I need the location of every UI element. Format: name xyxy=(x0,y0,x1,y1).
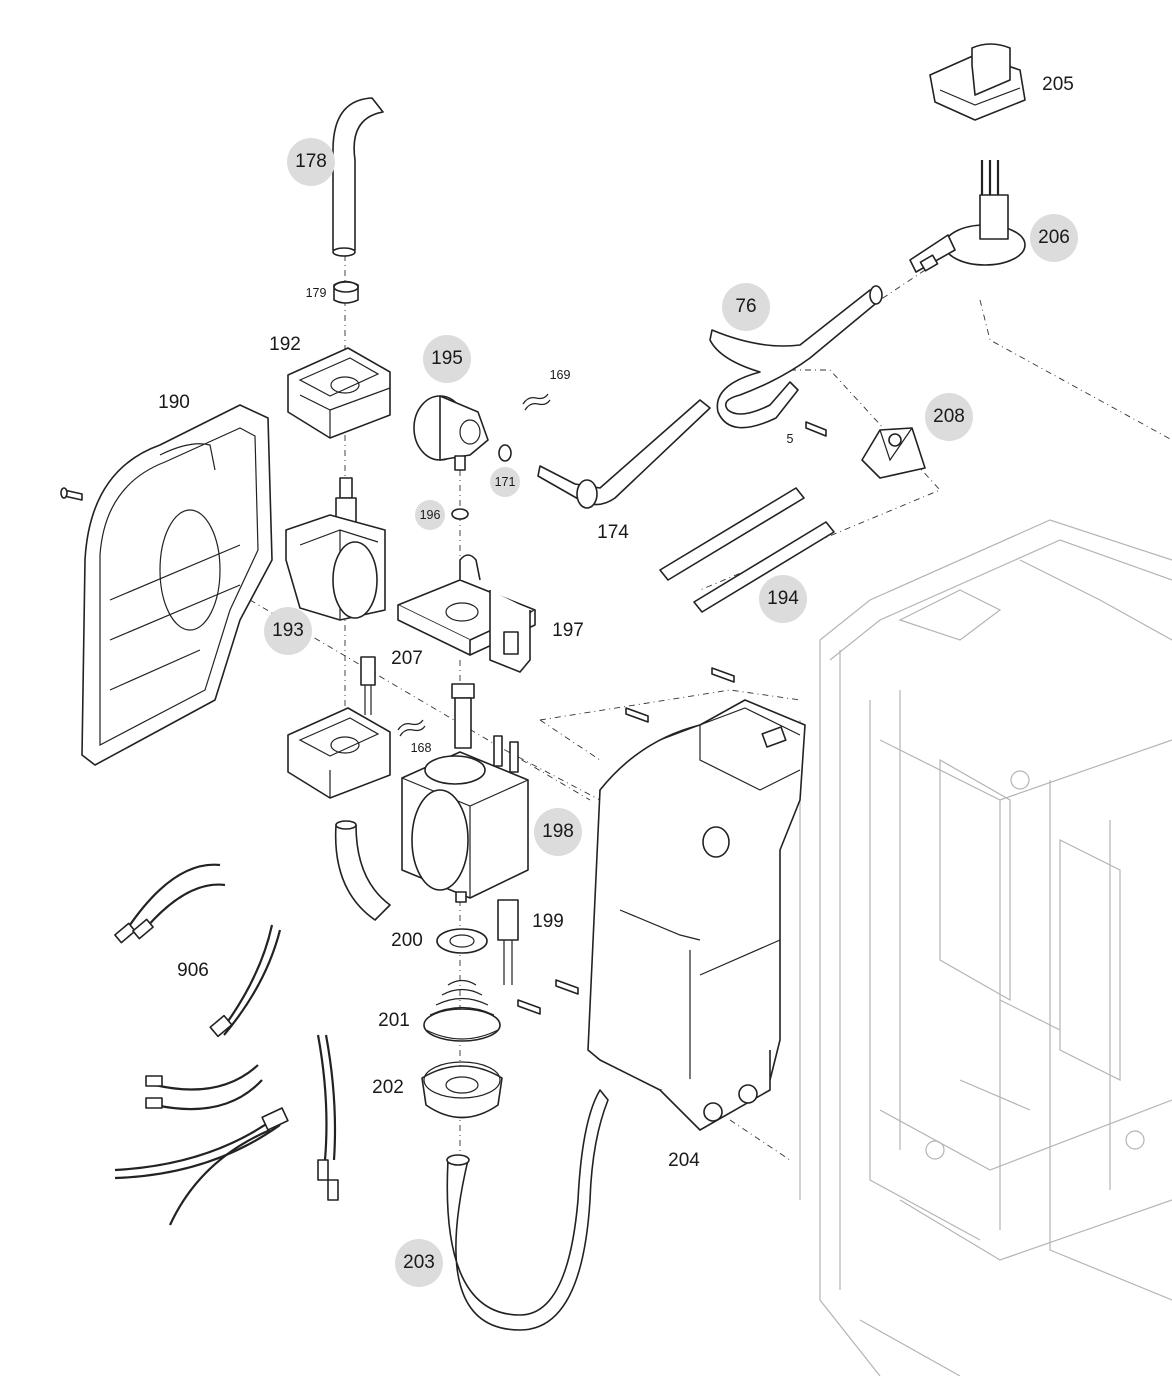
part-197-bracket xyxy=(397,554,536,673)
callout-193: 193 xyxy=(264,607,312,655)
callout-208: 208 xyxy=(925,393,973,441)
callout-204: 204 xyxy=(668,1150,700,1171)
part-194-rods xyxy=(659,487,835,613)
part-holder-lower xyxy=(287,707,391,799)
callout-5: 5 xyxy=(786,432,794,446)
part-168-clip xyxy=(397,719,426,737)
part-906-wires xyxy=(114,863,339,1226)
part-76-hose xyxy=(709,285,883,429)
callout-174: 174 xyxy=(597,522,629,543)
part-199-component xyxy=(497,899,519,985)
part-198-solenoid xyxy=(401,683,529,903)
part-201-spring xyxy=(423,979,501,1042)
callout-196: 196 xyxy=(415,500,445,530)
part-195-valve xyxy=(413,395,489,471)
callout-171: 171 xyxy=(490,467,520,497)
callout-205: 205 xyxy=(1042,74,1074,95)
part-192-holder xyxy=(287,347,391,439)
callout-197: 197 xyxy=(552,620,584,641)
callout-199: 199 xyxy=(532,911,564,932)
callout-198: 198 xyxy=(534,808,582,856)
part-178-hose xyxy=(332,97,384,257)
part-206-switch xyxy=(909,160,1026,273)
callout-207: 207 xyxy=(391,648,423,669)
chassis-frame xyxy=(799,519,1172,1376)
part-208-bracket xyxy=(805,421,926,479)
part-174-tube xyxy=(537,399,711,509)
part-196-ring xyxy=(451,508,469,520)
callout-203: 203 xyxy=(395,1239,443,1287)
callout-200: 200 xyxy=(391,930,423,951)
part-205-cap xyxy=(929,43,1026,121)
part-171-oring xyxy=(498,444,512,462)
callout-192: 192 xyxy=(269,334,301,355)
part-179-clip xyxy=(333,280,359,304)
part-202-cup xyxy=(421,1061,503,1119)
callout-178: 178 xyxy=(287,138,335,186)
callout-194: 194 xyxy=(759,575,807,623)
part-169-clip xyxy=(522,393,551,411)
part-207-component xyxy=(360,656,376,715)
part-190-cover xyxy=(60,404,273,766)
callout-179: 179 xyxy=(305,286,327,300)
callout-202: 202 xyxy=(372,1077,404,1098)
callout-169: 169 xyxy=(549,368,571,382)
callout-201: 201 xyxy=(378,1010,410,1031)
part-hose-short xyxy=(334,820,391,921)
callout-76: 76 xyxy=(722,283,770,331)
callout-190: 190 xyxy=(158,392,190,413)
callout-206: 206 xyxy=(1030,214,1078,262)
part-193-pump xyxy=(285,477,386,621)
callout-168: 168 xyxy=(410,741,432,755)
part-203-hose xyxy=(446,1089,609,1331)
part-200-washer xyxy=(436,928,488,954)
callout-195: 195 xyxy=(423,335,471,383)
part-204-housing xyxy=(517,667,806,1131)
callout-906: 906 xyxy=(177,960,209,981)
